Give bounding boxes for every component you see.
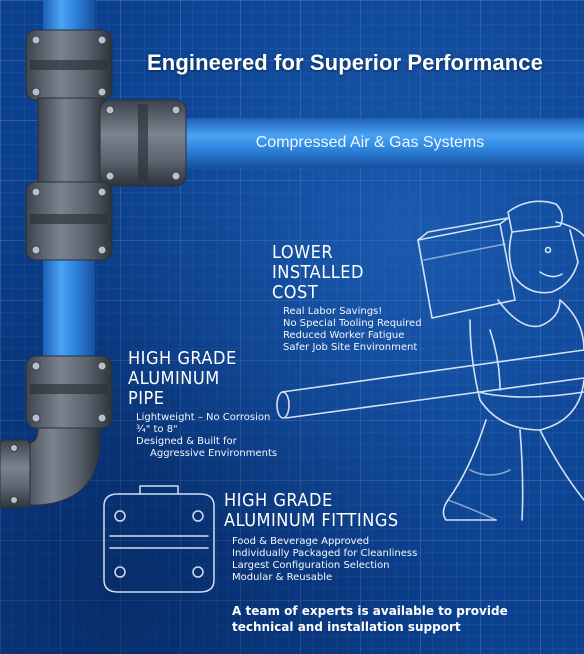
heading-line: PIPE [128, 388, 165, 409]
lower-cost-list: Real Labor Savings! No Special Tooling R… [283, 306, 422, 354]
lower-cost-heading: LOWER INSTALLED COST [272, 243, 364, 303]
elbow-outlet [0, 439, 31, 509]
support-note: A team of experts is available to provid… [232, 603, 522, 635]
heading-line: HIGH GRADE [224, 490, 333, 511]
list-item: Safer Job Site Environment [283, 342, 418, 353]
heading-line: ALUMINUM [128, 368, 220, 389]
page-title: Engineered for Superior Performance [147, 50, 543, 75]
list-item: Largest Configuration Selection [232, 560, 390, 571]
heading-line: COST [272, 282, 319, 303]
support-line: A team of experts is available to provid… [232, 604, 508, 618]
fittings-list: Food & Beverage Approved Individually Pa… [232, 536, 417, 584]
heading-line: INSTALLED [272, 262, 364, 283]
support-line: technical and installation support [232, 620, 461, 634]
list-item: Lightweight – No Corrosion [136, 412, 271, 423]
fittings-heading: HIGH GRADE ALUMINUM FITTINGS [224, 491, 399, 531]
heading-line: LOWER [272, 242, 334, 263]
list-item: ¾" to 8" [136, 424, 178, 435]
list-item: Reduced Worker Fatigue [283, 330, 405, 341]
elbow-fitting [19, 419, 101, 506]
list-item: Aggressive Environments [150, 448, 278, 459]
pipe-heading: HIGH GRADE ALUMINUM PIPE [128, 349, 237, 409]
page-subtitle: Compressed Air & Gas Systems [255, 134, 485, 151]
list-item: Individually Packaged for Cleanliness [232, 548, 418, 559]
heading-line: HIGH GRADE [128, 348, 237, 369]
list-item: Real Labor Savings! [283, 306, 383, 317]
pipe-list: Lightweight – No Corrosion ¾" to 8" Desi… [136, 412, 277, 460]
list-item: Modular & Reusable [232, 572, 333, 583]
list-item: No Special Tooling Required [283, 318, 422, 329]
list-item: Food & Beverage Approved [232, 536, 370, 547]
list-item: Designed & Built for [136, 436, 237, 447]
horizontal-pipe [150, 118, 584, 168]
heading-line: ALUMINUM FITTINGS [224, 510, 399, 531]
